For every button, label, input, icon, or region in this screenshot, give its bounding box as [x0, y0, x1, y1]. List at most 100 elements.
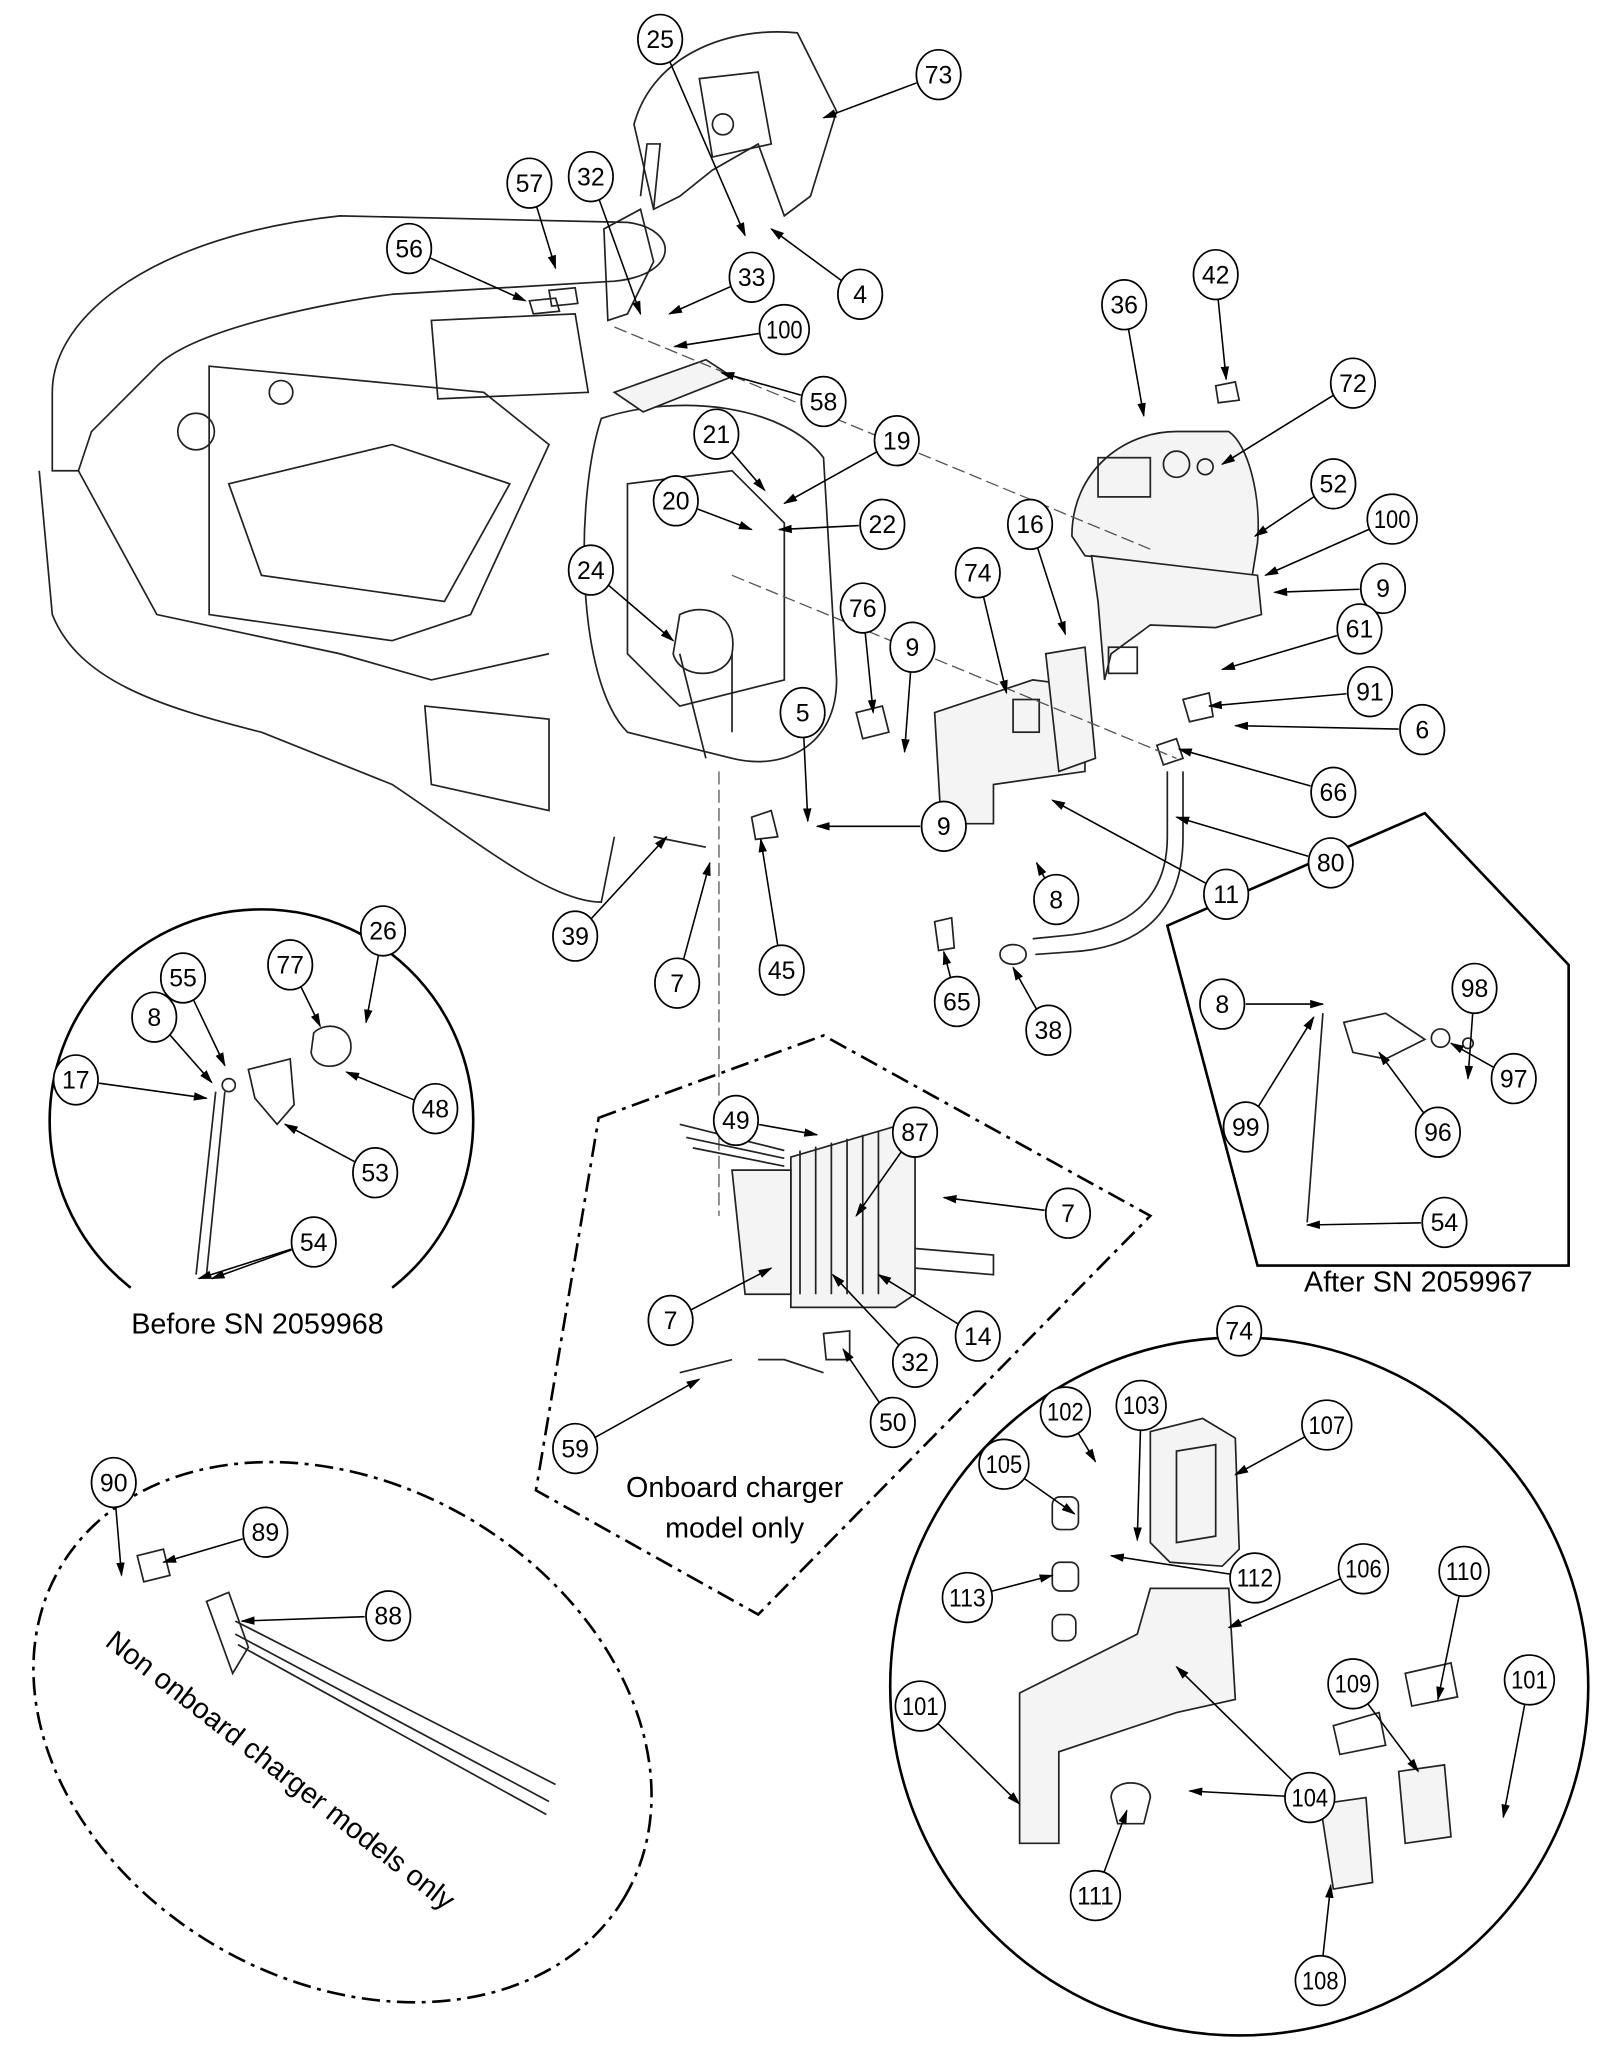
- callout-bubble: [859, 498, 906, 551]
- leader-arrow: [1109, 1553, 1232, 1576]
- callout-bubble: [52, 1054, 99, 1106]
- callout-number: 57: [516, 171, 544, 198]
- leader-arrow: [758, 837, 779, 947]
- leader-arrow: [1257, 1015, 1315, 1108]
- leader-arrow: [192, 998, 226, 1067]
- clamp-38: [999, 943, 1027, 966]
- callout-74: 74: [1216, 1305, 1263, 1357]
- callout-number: 36: [1110, 293, 1138, 320]
- leader-arrow: [1366, 1702, 1420, 1773]
- leader-arrow: [1264, 527, 1371, 577]
- callout-bubble: [1006, 498, 1054, 551]
- leader-arrow: [1175, 816, 1309, 857]
- callout-bubble: [242, 1506, 289, 1558]
- callout-bubble: [506, 157, 553, 209]
- callout-bubble: [365, 1590, 412, 1642]
- callout-57: 57: [506, 157, 553, 209]
- callout-7: 7: [654, 957, 701, 1009]
- leader-arrow: [877, 1273, 959, 1325]
- callout-number: 7: [1061, 1201, 1075, 1228]
- callout-bubble: [90, 1456, 137, 1509]
- callout-number: 108: [1302, 1968, 1339, 1995]
- callout-90: 90: [90, 1456, 137, 1509]
- leader-arrow: [864, 631, 877, 714]
- callout-number: 58: [810, 389, 838, 416]
- callout-number: 100: [1374, 507, 1411, 534]
- callout-bubble: [1329, 357, 1377, 409]
- leader-arrow: [162, 1538, 244, 1564]
- callout-bubble: [1336, 603, 1383, 655]
- leader-lines: [99, 60, 1526, 1958]
- callout-bubble: [1490, 1052, 1537, 1105]
- callout-number: 104: [1292, 1785, 1329, 1812]
- callout-bubble: [839, 582, 886, 634]
- callout-number: 9: [937, 814, 951, 841]
- callout-17: 17: [52, 1054, 99, 1106]
- leader-arrow: [668, 60, 746, 237]
- callout-number: 98: [1461, 976, 1489, 1003]
- callout-65: 65: [933, 975, 980, 1028]
- callout-number: 52: [1320, 472, 1348, 499]
- callout-bubble: [131, 991, 178, 1043]
- callout-number: 54: [1431, 1210, 1459, 1237]
- leader-arrow: [345, 1071, 414, 1101]
- callout-11: 11: [1203, 868, 1250, 920]
- callout-bubble: [386, 222, 433, 275]
- callout-number: 72: [1339, 371, 1367, 398]
- callout-52: 52: [1310, 458, 1357, 510]
- callout-number: 105: [986, 1452, 1023, 1479]
- leader-arrow: [691, 1267, 773, 1311]
- callout-9: 9: [1359, 562, 1407, 615]
- callout-87: 87: [891, 1106, 939, 1158]
- callout-112: 112: [1229, 1552, 1281, 1604]
- leader-arrow: [1221, 394, 1334, 465]
- callout-number: 59: [561, 1436, 589, 1463]
- callout-number: 55: [169, 966, 197, 993]
- machine-body: [38, 214, 838, 903]
- callout-97: 97: [1490, 1052, 1537, 1105]
- leader-arrow: [982, 595, 1008, 695]
- leader-arrow: [802, 736, 812, 823]
- callout-bubble: [359, 905, 407, 957]
- callout-bubble: [1359, 562, 1407, 615]
- callout-76: 76: [839, 582, 886, 634]
- bracket-74-detail: [1018, 1417, 1459, 1891]
- callout-53: 53: [352, 1147, 399, 1199]
- leader-arrow: [1177, 748, 1311, 787]
- callout-56: 56: [386, 222, 433, 275]
- callout-80: 80: [1307, 837, 1354, 889]
- leader-arrow: [1012, 966, 1038, 1011]
- callout-number: 32: [577, 164, 605, 191]
- callout-number: 74: [964, 561, 992, 588]
- leader-arrow: [1133, 1428, 1142, 1542]
- callout-number: 19: [883, 428, 911, 455]
- leader-arrow: [535, 205, 557, 270]
- leader-arrow: [1378, 1051, 1425, 1114]
- callout-bubble: [1115, 1379, 1167, 1432]
- callout-bubble: [352, 1147, 399, 1199]
- leader-arrow: [608, 584, 675, 642]
- callout-number: 45: [768, 958, 796, 985]
- callout-number: 24: [577, 558, 605, 585]
- callout-bubble: [758, 944, 805, 996]
- leader-arrow: [1322, 1883, 1334, 1958]
- elbow-66: [1155, 737, 1185, 766]
- callout-bubble: [873, 415, 920, 467]
- callout-bubble: [1327, 1658, 1379, 1710]
- callout-number: 11: [1213, 882, 1239, 909]
- callout-number: 101: [1511, 1668, 1548, 1695]
- callout-9: 9: [920, 800, 967, 852]
- callout-number: 9: [906, 635, 920, 662]
- callout-number: 54: [300, 1230, 328, 1257]
- callout-21: 21: [693, 408, 740, 460]
- callout-bubble: [267, 939, 314, 991]
- callout-bubble: [654, 957, 701, 1009]
- callout-number: 50: [879, 1410, 907, 1437]
- callout-number: 14: [964, 1324, 992, 1351]
- callout-bubble: [891, 1336, 939, 1388]
- callout-number: 80: [1317, 851, 1345, 878]
- bracket-58: [612, 358, 734, 413]
- callout-number: 87: [901, 1120, 929, 1147]
- callout-number: 77: [276, 953, 304, 980]
- leader-arrow: [114, 1505, 125, 1577]
